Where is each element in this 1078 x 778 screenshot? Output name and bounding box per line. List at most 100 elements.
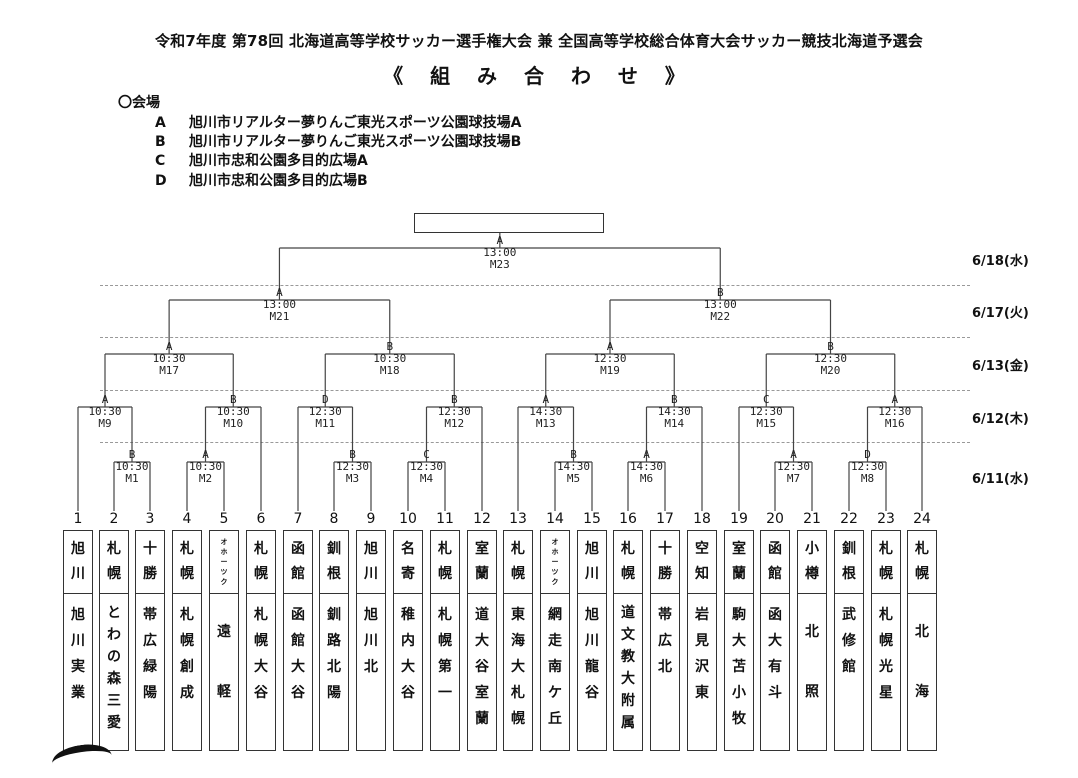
team-school: 駒大苫小牧: [732, 607, 746, 727]
game-venue: B: [349, 448, 356, 461]
game-venue: A: [643, 448, 650, 461]
game-venue: A: [790, 448, 797, 461]
team-school: 道文教大附属: [621, 605, 635, 731]
game-time: 14:30: [556, 460, 591, 473]
page-subtitle: 《 組 み 合 わ せ 》: [383, 64, 695, 88]
team-number: 3: [145, 511, 155, 527]
team-school: 帯広緑陽: [143, 607, 157, 701]
champion-box: [414, 213, 604, 233]
round-date: 6/12(木): [972, 412, 1029, 427]
round-date: 6/13(金): [972, 359, 1029, 374]
team-box: 釧根武修館: [834, 530, 864, 751]
team-area: 札幌: [173, 531, 201, 594]
team-school: 札幌大谷: [254, 607, 268, 701]
team-number: 17: [656, 511, 674, 527]
game-venue: B: [386, 340, 394, 353]
game-time: 13:00: [703, 298, 737, 311]
team-area: 旭川: [578, 531, 606, 594]
team-area: 室蘭: [725, 531, 753, 594]
team-number: 21: [803, 511, 821, 527]
team-number: 18: [693, 511, 711, 527]
game-id: M9: [98, 417, 112, 430]
game-time: 12:30: [776, 460, 811, 473]
team-number: 16: [619, 511, 637, 527]
game-time: 12:30: [593, 352, 627, 365]
team-area: 十勝: [136, 531, 164, 594]
team-school: 稚内大谷: [401, 607, 415, 701]
game-time: 14:30: [629, 460, 664, 473]
round-date: 6/17(火): [972, 306, 1029, 321]
team-school: 遠軽: [217, 624, 231, 700]
game-venue: B: [670, 393, 678, 406]
venue-name: 旭川市忠和公園多目的広場B: [189, 173, 368, 189]
game-venue: A: [496, 234, 504, 247]
team-number: 15: [583, 511, 601, 527]
game-time: 10:30: [88, 405, 122, 418]
team-number: 14: [546, 511, 564, 527]
team-number: 7: [293, 511, 303, 527]
round-divider: [100, 390, 970, 391]
venue-name: 旭川市リアルター夢りんご東光スポーツ公園球技場B: [189, 134, 522, 150]
game-id: M21: [269, 310, 290, 323]
venue-code: A: [155, 115, 166, 131]
team-box: 函館函大有斗: [760, 530, 790, 751]
venue-item: A 旭川市リアルター夢りんご東光スポーツ公園球技場A: [155, 112, 521, 132]
venue-name: 旭川市リアルター夢りんご東光スポーツ公園球技場A: [189, 115, 522, 131]
team-box: 名寄稚内大谷: [393, 530, 423, 751]
team-box: 旭川旭川実業: [63, 530, 93, 751]
team-box: 室蘭道大谷室蘭: [467, 530, 497, 751]
team-box: 札幌とわの森三愛: [99, 530, 129, 751]
team-box: 札幌東海大札幌: [503, 530, 533, 751]
team-area: 札幌: [100, 531, 128, 594]
game-id: M17: [159, 364, 180, 377]
game-venue: A: [606, 340, 614, 353]
team-number: 12: [473, 511, 491, 527]
team-box: 釧根釧路北陽: [319, 530, 349, 751]
game-time: 14:30: [529, 405, 563, 418]
game-time: 12:30: [308, 405, 342, 418]
game-venue: B: [827, 340, 834, 353]
game-id: M5: [566, 472, 581, 485]
team-number: 6: [256, 511, 266, 527]
team-number: 9: [366, 511, 376, 527]
game-venue: B: [450, 393, 458, 406]
game-id: M10: [223, 417, 244, 430]
team-school: 岩見沢東: [695, 607, 709, 701]
venue-code: D: [155, 173, 167, 189]
game-id: M2: [198, 472, 213, 485]
game-venue: A: [165, 340, 173, 353]
round-divider: [100, 442, 970, 443]
game-venue: D: [864, 448, 871, 461]
venue-item: D 旭川市忠和公園多目的広場B: [155, 170, 368, 190]
team-area: 釧根: [835, 531, 863, 594]
game-id: M3: [345, 472, 360, 485]
team-number: 2: [109, 511, 119, 527]
team-area: オホーツク: [210, 531, 238, 594]
game-venue: C: [762, 393, 770, 406]
team-number: 4: [182, 511, 192, 527]
game-time: 10:30: [115, 460, 149, 473]
game-id: M11: [315, 417, 336, 430]
team-area: オホーツク: [541, 531, 569, 594]
game-venue: B: [716, 286, 724, 299]
game-time: 12:30: [409, 460, 444, 473]
round-date: 6/18(水): [972, 254, 1029, 269]
game-time: 10:30: [152, 352, 186, 365]
game-time: 12:30: [813, 352, 848, 365]
team-area: 旭川: [357, 531, 385, 594]
team-number: 5: [219, 511, 229, 527]
game-id: M19: [600, 364, 620, 377]
team-box: 札幌北海: [907, 530, 937, 751]
team-box: 函館函館大谷: [283, 530, 313, 751]
round-date: 6/11(水): [972, 472, 1029, 487]
